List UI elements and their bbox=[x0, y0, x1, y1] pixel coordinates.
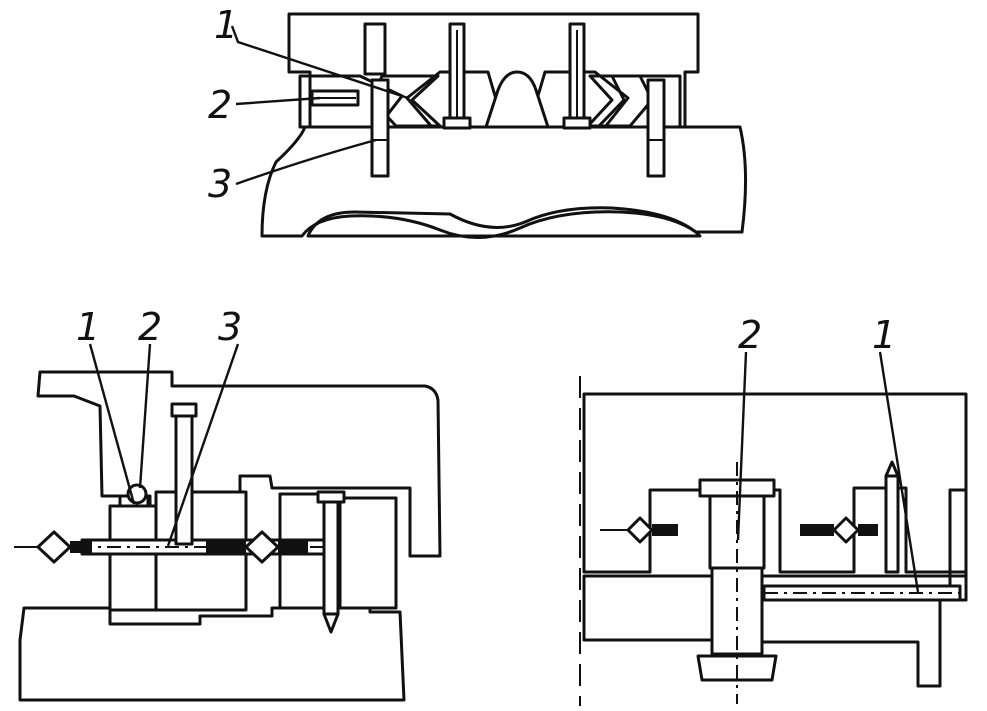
bl-left-block bbox=[108, 504, 158, 612]
bl-right-screw bbox=[322, 492, 340, 616]
top-view: 1 2 3 bbox=[208, 3, 748, 239]
bl-diamond-right bbox=[244, 530, 280, 564]
top-leader-3 bbox=[235, 138, 377, 186]
br-leader-2 bbox=[736, 351, 748, 541]
br-leader-1 bbox=[878, 351, 920, 593]
top-pin-column bbox=[363, 22, 387, 76]
bl-leader-3 bbox=[166, 343, 240, 547]
bl-right-rail bbox=[338, 496, 398, 610]
br-vertical-pin bbox=[884, 474, 900, 574]
top-screw-head-right bbox=[562, 116, 592, 130]
bl-lower-base bbox=[18, 606, 406, 702]
top-vguide-right bbox=[586, 74, 654, 128]
bl-diamond-left bbox=[36, 530, 72, 564]
top-callout-3: 3 bbox=[208, 162, 232, 206]
bl-callout-2: 2 bbox=[138, 305, 162, 349]
top-callout-2: 2 bbox=[208, 83, 232, 127]
bl-leader-2 bbox=[138, 343, 152, 489]
top-callout-1: 1 bbox=[214, 3, 238, 47]
br-callout-1: 1 bbox=[872, 313, 896, 357]
top-screw-head-left bbox=[442, 116, 472, 130]
top-base-cavity bbox=[306, 206, 702, 238]
bottom-right-view: 2 1 bbox=[579, 313, 968, 706]
bl-callout-3: 3 bbox=[218, 305, 242, 349]
br-right-flange bbox=[948, 488, 968, 602]
top-left-gib bbox=[298, 74, 404, 129]
top-pin-right bbox=[646, 78, 666, 178]
bottom-left-view: 1 2 3 bbox=[14, 305, 442, 702]
top-right-gib bbox=[596, 74, 682, 129]
top-pin-3 bbox=[370, 78, 390, 178]
top-leader-1 bbox=[230, 25, 409, 100]
br-diamond-left bbox=[626, 516, 654, 544]
br-callout-2: 2 bbox=[738, 313, 762, 357]
top-leader-2 bbox=[235, 96, 321, 106]
top-center-rib bbox=[484, 70, 550, 129]
bl-callout-1: 1 bbox=[76, 305, 100, 349]
bl-vertical-screw bbox=[174, 404, 194, 546]
bl-leader-1 bbox=[88, 343, 136, 505]
